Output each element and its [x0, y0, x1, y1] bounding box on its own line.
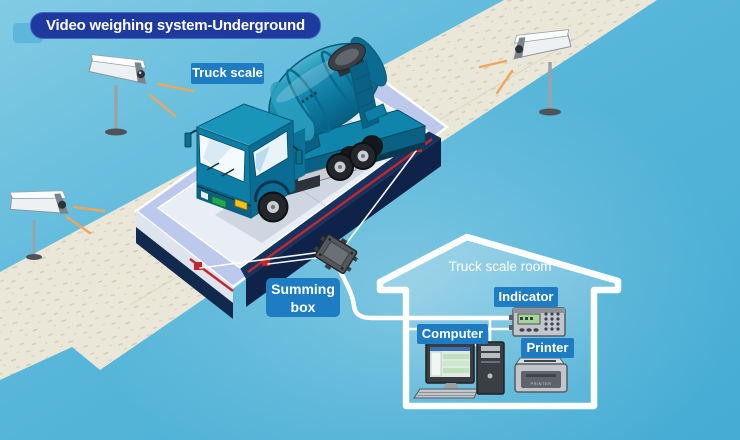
- window-reflection: [256, 146, 270, 172]
- hopper-mouth: [335, 48, 359, 66]
- camera-ray: [478, 59, 508, 69]
- license-plate: [211, 195, 227, 209]
- signal-cables: [336, 266, 516, 321]
- pit-wall-dark: [136, 227, 233, 319]
- pit-wall-light: [136, 211, 233, 303]
- indicator-keypad: [519, 312, 560, 332]
- camera-ray: [156, 82, 195, 93]
- camera-ray: [148, 93, 177, 118]
- load-cell-cables: [199, 150, 417, 269]
- camera-ray: [65, 215, 92, 235]
- rear-wheels: [326, 142, 377, 181]
- load-cell: [194, 262, 202, 270]
- windshield-reflection: [203, 139, 232, 166]
- power-button: [487, 373, 493, 379]
- truck-cab: [184, 103, 305, 219]
- pit-front-wall: [246, 138, 441, 307]
- rear-ladder-frame: [349, 60, 388, 130]
- load-cell-rail: [247, 137, 433, 274]
- camera-base: [26, 254, 42, 260]
- indicator-lcd: [517, 313, 541, 325]
- cctv-camera-left: [9, 190, 106, 260]
- left-mirror: [184, 132, 192, 148]
- cctv-camera-top-right: [478, 29, 572, 116]
- wiper: [206, 162, 220, 171]
- printer-device: PRINTER: [514, 357, 568, 393]
- camera-body: [513, 29, 572, 60]
- right-mirror: [295, 149, 303, 165]
- summing-box-device: [313, 233, 359, 275]
- concrete-mixer-truck: [184, 36, 427, 243]
- camera-ray: [72, 205, 106, 213]
- computer-workstation: [413, 341, 505, 399]
- main-cable: [336, 266, 516, 321]
- monitor-stand: [443, 383, 459, 389]
- turn-lamp: [234, 198, 248, 211]
- camera-body: [88, 54, 147, 85]
- keyboard: [413, 388, 479, 399]
- load-cell: [262, 258, 270, 266]
- wiper: [221, 168, 235, 177]
- camera-ray: [495, 69, 514, 95]
- printer-front-text: PRINTER: [530, 381, 551, 386]
- drum-marking: [301, 91, 318, 104]
- indicator-device: [509, 307, 566, 337]
- front-wheel: [254, 180, 291, 223]
- paper-slot: [526, 374, 556, 377]
- cctv-camera-top-left: [88, 54, 195, 136]
- headlight: [201, 191, 208, 200]
- camera-base: [539, 108, 561, 116]
- camera-base: [105, 128, 127, 136]
- camera-body: [9, 190, 70, 215]
